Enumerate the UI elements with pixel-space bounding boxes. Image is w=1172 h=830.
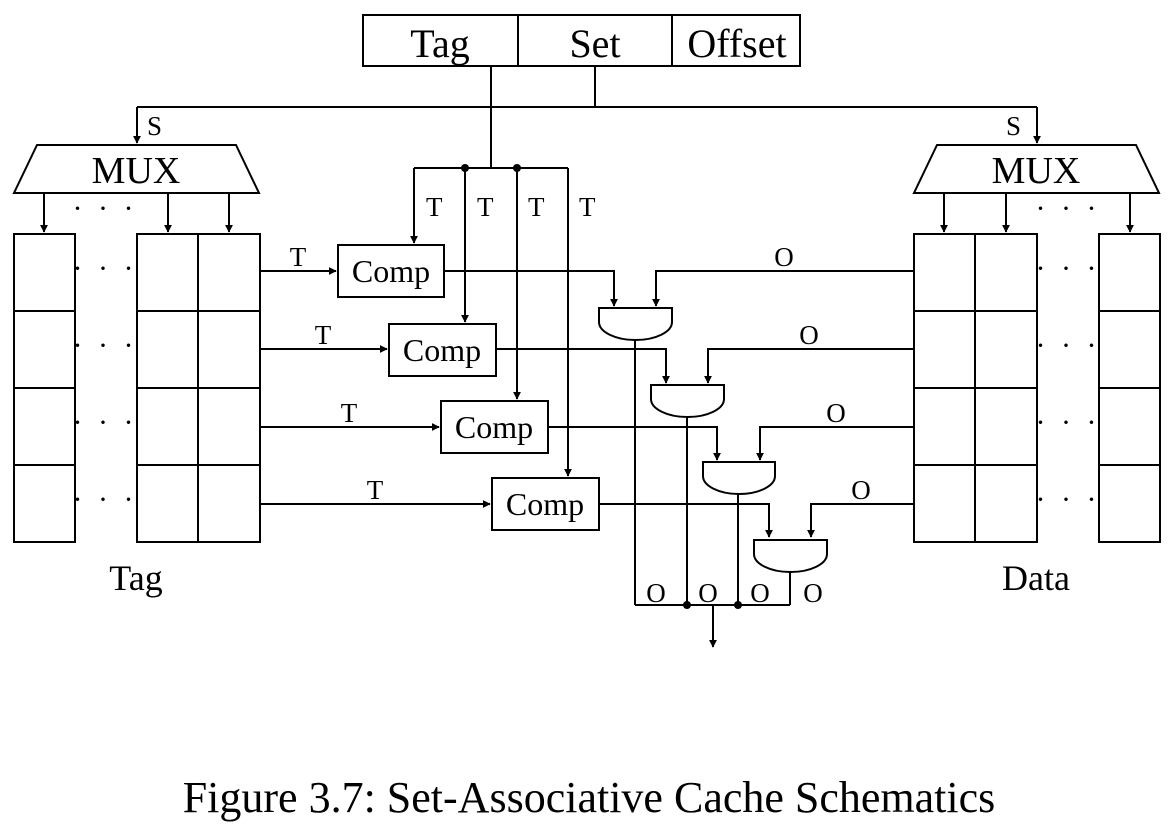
and-gate	[650, 384, 725, 418]
ellipsis: · · ·	[1036, 192, 1101, 225]
mux-label: MUX	[92, 150, 181, 192]
set-signal-label: S	[1006, 111, 1021, 141]
tag-signal-label: T	[426, 192, 443, 222]
data-array: · · · · · · · · · · · · Data	[913, 233, 1161, 598]
ellipsis: · · ·	[73, 483, 138, 516]
tag-mux: MUX · · ·	[12, 144, 261, 233]
comparator-label: Comp	[455, 409, 533, 445]
address-offset-field: Offset	[687, 21, 786, 66]
data-array-label: Data	[1002, 558, 1070, 598]
tag-signal-label: T	[341, 398, 358, 428]
ellipsis: · · ·	[73, 329, 138, 362]
tag-signal-label: T	[290, 242, 307, 272]
comparator-label: Comp	[506, 486, 584, 522]
comparator	[388, 323, 497, 377]
ellipsis: · · ·	[73, 192, 138, 225]
offset-signal-label: O	[803, 578, 823, 608]
ellipsis: · · ·	[1036, 329, 1101, 362]
ellipsis: · · ·	[1036, 483, 1101, 516]
junction-dot	[734, 601, 742, 609]
comparator	[491, 477, 600, 531]
offset-signal-label: O	[774, 242, 794, 272]
tag-signal-label: T	[528, 192, 545, 222]
output-merge: O O O O	[634, 340, 823, 648]
set-bus: S S	[133, 66, 1041, 144]
figure-caption: Figure 3.7: Set-Associative Cache Schema…	[183, 773, 996, 822]
tag-lines: T T T T	[260, 242, 491, 508]
comparator-label: Comp	[352, 253, 430, 289]
comparator-label: Comp	[403, 332, 481, 368]
offset-signal-label: O	[851, 475, 871, 505]
offset-lines: O O O O	[652, 242, 914, 538]
set-signal-label: S	[147, 111, 162, 141]
offset-signal-label: O	[750, 578, 770, 608]
and-gate	[753, 539, 828, 573]
offset-signal-label: O	[826, 398, 846, 428]
offset-signal-label: O	[646, 578, 666, 608]
data-mux: MUX · · ·	[912, 144, 1161, 233]
ellipsis: · · ·	[73, 252, 138, 285]
tag-bus: T T T T	[410, 66, 596, 477]
tag-array: · · · · · · · · · · · · Tag	[13, 233, 261, 598]
comparator	[440, 400, 549, 454]
offset-signal-label: O	[698, 578, 718, 608]
and-gate	[702, 461, 776, 495]
offset-signal-label: O	[799, 320, 819, 350]
compare-outputs	[444, 270, 773, 538]
address-register: Tag Set Offset	[362, 14, 801, 67]
tag-signal-label: T	[579, 192, 596, 222]
address-tag-field: Tag	[410, 21, 469, 66]
tag-signal-label: T	[367, 475, 384, 505]
tag-signal-label: T	[477, 192, 494, 222]
tag-signal-label: T	[315, 320, 332, 350]
mux-label: MUX	[992, 150, 1081, 192]
address-box	[362, 14, 801, 67]
ellipsis: · · ·	[73, 406, 138, 439]
and-gates	[598, 307, 828, 573]
and-gate	[598, 307, 673, 341]
ellipsis: · · ·	[1036, 252, 1101, 285]
address-set-field: Set	[569, 21, 620, 66]
ellipsis: · · ·	[1036, 406, 1101, 439]
junction-dot	[683, 601, 691, 609]
tag-array-label: Tag	[109, 558, 162, 598]
comparators: Comp Comp Comp Comp	[337, 244, 600, 531]
